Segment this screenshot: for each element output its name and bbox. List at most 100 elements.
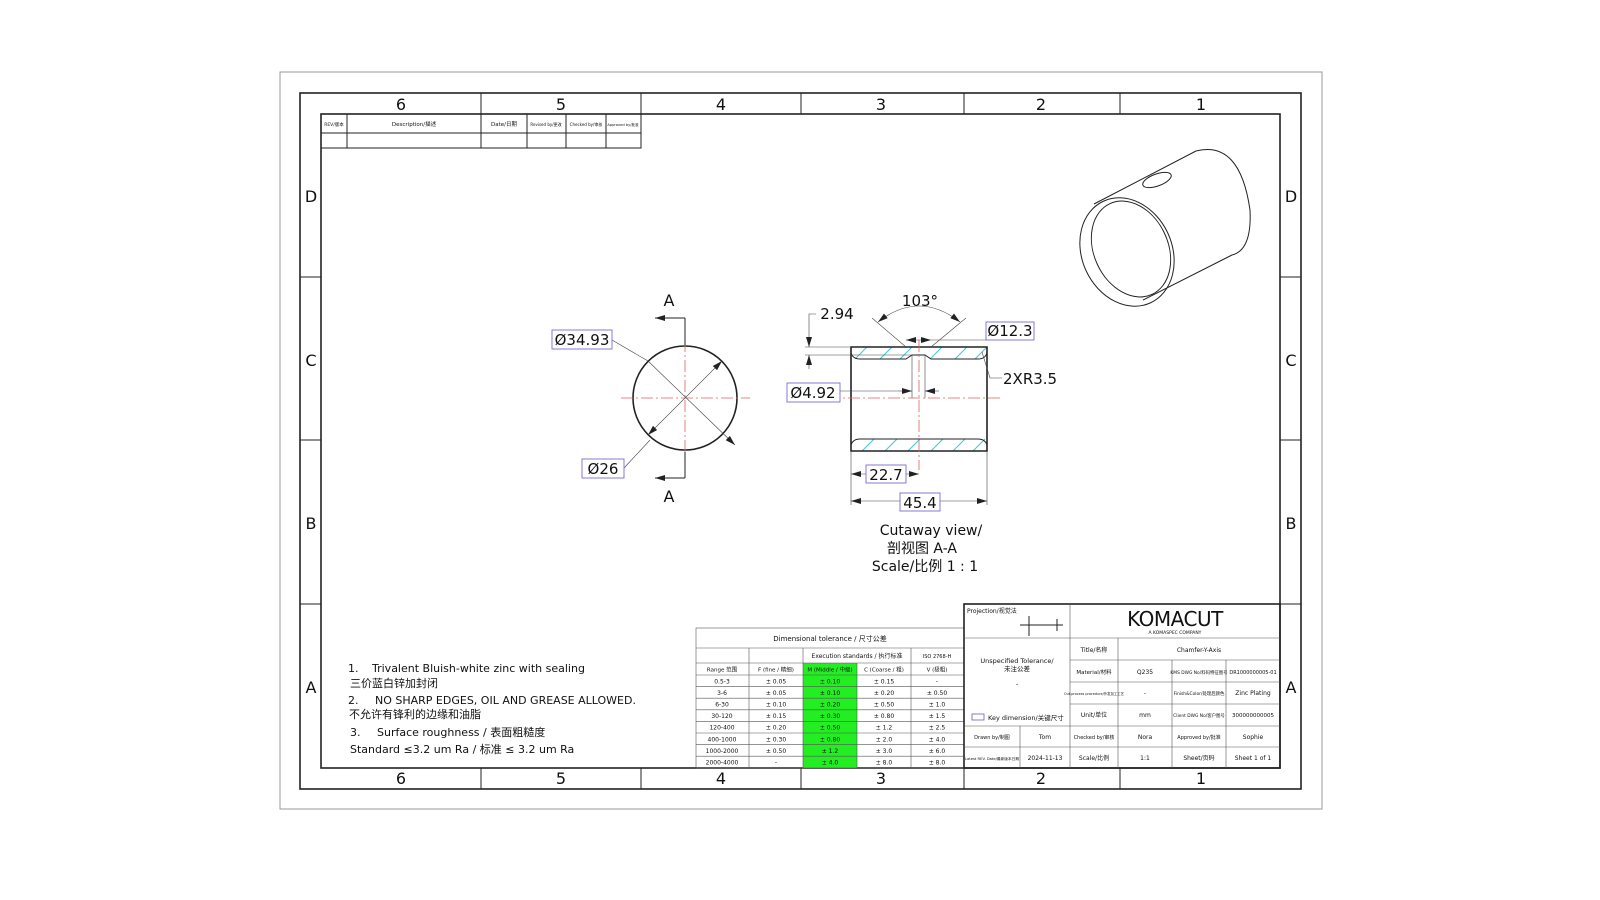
tolerance-cell: 120-400 <box>709 725 734 732</box>
rev-header-revised: Revised by/更改 <box>530 121 561 127</box>
drawn-by-value: Tom <box>1038 734 1051 741</box>
tolerance-cell: ± 1.2 <box>822 748 839 755</box>
tolerance-cell: ± 0.20 <box>820 702 840 709</box>
latest-rev-date-label: Latest REV. Date/最新版本日期 <box>965 756 1019 761</box>
tolerance-cell: 400-1000 <box>708 736 737 743</box>
tolerance-cell: ± 0.10 <box>766 702 786 709</box>
front-view: A A Ø34.93 Ø26 <box>551 291 750 506</box>
tolerance-cell: - <box>775 760 777 767</box>
unit-value: mm <box>1139 712 1151 719</box>
note-3-number: 3. <box>350 726 361 739</box>
tolerance-cell: ± 2.5 <box>929 725 946 732</box>
rev-header-rev: REV/版本 <box>324 121 344 128</box>
material-label: Material/材料 <box>1076 668 1112 676</box>
tolerance-cell: ± 0.10 <box>820 678 840 685</box>
zone-row-right: A <box>1286 678 1297 697</box>
note-3-text: Surface roughness / 表面粗糙度 <box>377 725 545 739</box>
zone-row-left: B <box>306 514 317 533</box>
tolerance-cell: ± 6.0 <box>929 748 946 755</box>
drawn-by-label: Drawn by/制图 <box>974 734 1010 741</box>
tolerance-cell: ± 0.50 <box>874 702 894 709</box>
title-value: Chamfer-Y-Axis <box>1177 647 1221 654</box>
unspecified-tolerance-cn: 未注公差 <box>1004 664 1031 673</box>
zone-row-right: D <box>1285 187 1297 206</box>
zone-row-left: A <box>306 678 317 697</box>
kms-dwg-value: DR1000000005-01 <box>1229 670 1276 676</box>
zone-col-bottom: 4 <box>716 769 726 788</box>
rev-header-description: Description/描述 <box>392 120 437 128</box>
finish-value: Zinc Plating <box>1235 690 1271 697</box>
dim-overall-length: 45.4 <box>903 494 936 512</box>
sheet-value: Sheet 1 of 1 <box>1235 755 1272 762</box>
scale-label: Scale/比例 <box>1079 754 1109 762</box>
tolerance-header: F (fine / 精细) <box>758 666 794 674</box>
zone-col-bottom: 1 <box>1196 769 1206 788</box>
tolerance-cell: ± 0.05 <box>766 690 786 697</box>
zone-col-bottom: 5 <box>556 769 566 788</box>
zone-col-top: 5 <box>556 95 566 114</box>
tolerance-header: V (极粗) <box>927 666 948 674</box>
note-2-text: NO SHARP EDGES, OIL AND GREASE ALLOWED. <box>375 694 636 707</box>
frame-zone-lines <box>300 93 1301 789</box>
zone-col-top: 3 <box>876 95 886 114</box>
key-dimension-swatch <box>971 713 985 721</box>
highlight-column-medium <box>803 663 857 768</box>
latest-rev-date-value: 2024-11-13 <box>1028 755 1063 762</box>
tolerance-cell: ± 0.50 <box>927 690 947 697</box>
unspecified-tolerance-value: - <box>1016 680 1019 688</box>
zone-col-top: 1 <box>1196 95 1206 114</box>
company-logo: KOMACUT <box>1127 607 1224 631</box>
title-block: Projection/视觉法 KOMACUT A KOMASPEC COMPAN… <box>963 603 1281 769</box>
notes: 1. Trivalent Bluish-white zinc with seal… <box>348 662 636 756</box>
outprocess-label: Out-process procedure/外发加工工艺 <box>1064 691 1125 696</box>
zone-row-left: C <box>305 351 316 370</box>
tolerance-cell: 6-30 <box>715 702 729 709</box>
client-dwg-value: 300000000005 <box>1232 713 1274 719</box>
tolerance-cell: 0.5-3 <box>714 678 730 685</box>
approved-by-value: Sophie <box>1243 734 1264 741</box>
section-caption-cn: 剖视图 A-A <box>887 541 957 557</box>
dim-half-length: 22.7 <box>869 466 902 484</box>
checked-by-label: Checked by/审核 <box>1074 734 1115 741</box>
approved-by-label: Approved by/批准 <box>1177 734 1220 741</box>
tolerance-cell: ± 0.30 <box>766 736 786 743</box>
zone-col-bottom: 3 <box>876 769 886 788</box>
tolerance-header: Range 范围 <box>707 666 738 674</box>
note-2-number: 2. <box>348 694 359 707</box>
unspecified-tolerance-label: Unspecified Tolerance/ <box>980 657 1054 665</box>
dim-outer-diameter: Ø34.93 <box>555 331 610 349</box>
checked-by-value: Nora <box>1138 734 1153 741</box>
note-1-cn: 三价蓝白锌加封闭 <box>350 676 438 690</box>
dim-countersink-angle: 103° <box>902 292 938 310</box>
tolerance-cell: ± 4.0 <box>822 760 839 767</box>
section-marker-bottom: A <box>664 487 675 506</box>
rev-header-approved: Approved by/批准 <box>607 122 639 127</box>
paper-border <box>279 71 1323 810</box>
rev-header-date: Date/日期 <box>491 121 517 128</box>
tolerance-header: C (Coarse / 粗) <box>864 666 904 674</box>
tolerance-exec-label: Execution standards / 执行标准 <box>812 652 903 660</box>
client-dwg-label: Client DWG No/客户图号 <box>1173 712 1225 719</box>
zone-col-top: 6 <box>396 95 406 114</box>
tolerance-cell: ± 0.20 <box>766 725 786 732</box>
section-caption-scale: Scale/比例 1 : 1 <box>872 559 978 575</box>
key-dimension-label: Key dimension/关键尺寸 <box>988 713 1064 722</box>
zone-row-right: B <box>1286 514 1297 533</box>
tolerance-cell: ± 8.0 <box>876 760 893 767</box>
tolerance-cell: ± 0.05 <box>766 678 786 685</box>
dim-inner-diameter: Ø26 <box>588 460 619 478</box>
tolerance-table: Dimensional tolerance / 尺寸公差 Execution s… <box>695 627 965 769</box>
tolerance-cell: ± 0.10 <box>820 690 840 697</box>
zone-row-right: C <box>1285 351 1296 370</box>
outprocess-value: - <box>1144 690 1146 697</box>
tolerance-cell: - <box>936 678 938 685</box>
zone-col-bottom: 2 <box>1036 769 1046 788</box>
tolerance-cell: 3-6 <box>717 690 727 697</box>
dim-hole-diameter: Ø4.92 <box>790 384 835 402</box>
note-1-text: Trivalent Bluish-white zinc with sealing <box>371 662 585 675</box>
title-label: Title/名称 <box>1080 646 1108 654</box>
tolerance-cell: ± 1.2 <box>876 725 893 732</box>
tolerance-cell: ± 0.80 <box>874 713 894 720</box>
tolerance-cell: 2000-4000 <box>706 760 739 767</box>
zone-col-bottom: 6 <box>396 769 406 788</box>
